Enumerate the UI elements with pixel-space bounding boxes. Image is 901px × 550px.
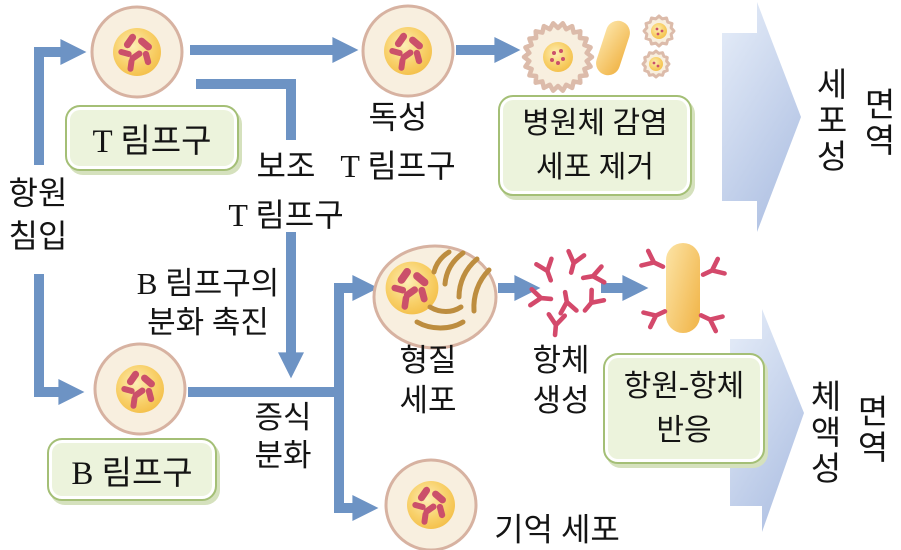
small-infected-cell-icon	[641, 49, 671, 79]
pathogen-removal-box: 병원체 감염 세포 제거	[498, 95, 692, 196]
cell-mediated-immunity-label-col1: 세포성	[810, 67, 846, 175]
t-lymphocyte-cell-icon	[92, 7, 182, 97]
infected-cell-icon	[521, 21, 595, 93]
antigen-invasion-label: 항원 침입	[8, 175, 68, 254]
arrow-branch-to-plasma	[334, 275, 379, 397]
small-infected-cell-icon	[642, 14, 676, 48]
antibody-cluster-icon	[530, 251, 604, 335]
big-arrow-cell-mediated-icon	[722, 2, 801, 232]
antigen-antibody-box: 항원-항체 반응	[603, 353, 765, 464]
arrow-antigen-to-b-cell	[34, 274, 85, 405]
bacterium-icon	[596, 20, 630, 76]
humoral-immunity-label-col1: 체액성	[804, 379, 840, 487]
endoplasmic-reticulum-icon	[414, 249, 492, 331]
antigen-antibody-binding-icon	[641, 243, 724, 333]
b-lymphocyte-cell-icon	[95, 344, 185, 434]
cytotoxic-t-label: 독성 T 림프구	[340, 99, 456, 184]
memory-cell-label: 기억 세포	[494, 511, 620, 548]
cell-mediated-immunity-label-col2: 면역	[858, 87, 894, 159]
t-lymphocyte-box: T 림프구	[65, 105, 239, 171]
memory-cell-icon	[386, 460, 476, 550]
bacterium-icon	[666, 243, 700, 333]
connector-arrows	[34, 37, 649, 521]
arrow-branch-to-memory	[334, 387, 379, 521]
b-differentiation-label: B 림프구의 분화 촉진	[136, 266, 280, 340]
cytotoxic-t-cell-icon	[363, 6, 453, 96]
plasma-cell-icon	[372, 244, 498, 350]
arrow-antigen-to-t-cell	[34, 39, 87, 165]
antibody-production-label: 항체 생성	[532, 343, 590, 418]
infected-cell-cluster	[521, 14, 676, 93]
b-lymphocyte-box: B 림프구	[47, 438, 217, 501]
line-t-to-helper	[196, 79, 296, 140]
humoral-immunity-label-col2: 면역	[851, 394, 887, 466]
proliferation-label: 증식 분화	[254, 400, 312, 473]
helper-t-label: 보조 T 림프구	[228, 148, 344, 233]
plasma-cell-label: 형질 세포	[399, 343, 457, 418]
